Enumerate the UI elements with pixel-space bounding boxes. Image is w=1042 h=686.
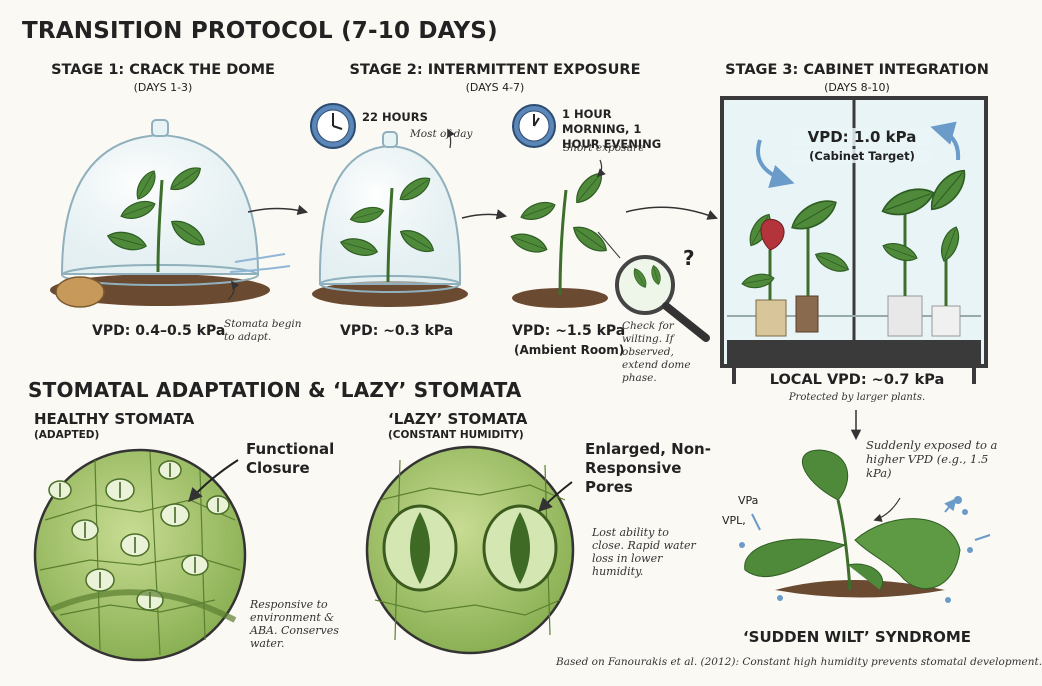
clock2-note: Short exposure [563,142,645,154]
magnifying-glass-icon [597,231,710,342]
healthy-stomata-subtitle: (ADAPTED) [34,429,100,441]
stomatal-section-title: STOMATAL ADAPTATION & ‘LAZY’ STOMATA [28,378,522,402]
clock1-note: Most of day [410,128,473,140]
clock1-label: 22 HOURS [362,110,428,124]
clock-22-hours-icon [310,103,356,149]
healthy-stomata-note: Responsive to environment & ABA. Conserv… [250,598,339,650]
lazy-stomata-note: Lost ability to close. Rapid water loss … [592,526,696,578]
stage1-vpd: VPD: 0.4–0.5 kPa [92,323,226,339]
vpa-label: VPa [738,494,759,507]
stage1-note: Stomata begin to adapt. [224,318,302,343]
stage2-room-vpd: VPD: ~1.5 kPa [512,323,626,339]
ambient-room-plant-illustration [508,159,612,308]
stage2-dome-vpd: VPD: ~0.3 kPa [340,323,454,339]
lazy-stomata-illustration [365,445,575,655]
vpl-label: VPL, [722,514,746,527]
sudden-wilt-title: ‘SUDDEN WILT’ SYNDROME [742,628,972,646]
healthy-stomata-title: HEALTHY STOMATA [34,410,195,428]
clock2-label: 1 HOUR MORNING, 1 HOUR EVENING [562,107,662,151]
question-mark: ? [683,246,695,270]
stage1-days: (DAYS 1-3) [133,81,193,94]
clock-1-hour-icon [512,104,556,148]
lazy-stomata-subtitle: (CONSTANT HUMIDITY) [388,429,524,441]
cabinet-vpd: VPD: 1.0 kPa [792,128,932,146]
healthy-stomata-illustration [33,448,247,662]
stage3-title: STAGE 3: CABINET INTEGRATION [725,62,989,78]
enlarged-pores-label: Enlarged, Non-Responsive Pores [585,440,711,496]
lazy-label-arrow [538,481,573,512]
local-vpd-note: Protected by larger plants. [788,392,926,403]
arrow-stage1-to-stage2 [247,204,309,216]
stage2-dome-illustration [312,131,468,307]
page-title: TRANSITION PROTOCOL (7-10 DAYS) [22,18,498,44]
functional-closure-label: Functional Closure [246,440,335,477]
healthy-label-arrow [188,459,239,503]
cabinet-target: (Cabinet Target) [792,149,932,163]
stage1-dome-illustration [50,119,291,308]
arrow-dome-to-room [461,209,508,220]
lazy-stomata-title: ‘LAZY’ STOMATA [388,410,528,428]
wilting-plant-illustration [739,449,991,603]
ambient-room-label: (Ambient Room) [514,343,625,357]
local-vpd: LOCAL VPD: ~0.7 kPa [769,372,945,388]
stage1-title: STAGE 1: CRACK THE DOME [51,62,275,78]
stage2-days: (DAYS 4-7) [465,81,525,94]
wilt-exposure-note: Suddenly exposed to a higher VPD (e.g., … [866,438,998,480]
citation: Based on Fanourakis et al. (2012): Const… [556,656,1042,668]
stage2-title: STAGE 2: INTERMITTENT EXPOSURE [349,62,641,78]
check-wilting-note: Check for wilting. If observed, extend d… [622,320,691,384]
arrow-room-to-cabinet [625,206,718,220]
clock1-pointer-arrow [447,128,455,149]
stage3-days: (DAYS 8-10) [824,81,890,94]
